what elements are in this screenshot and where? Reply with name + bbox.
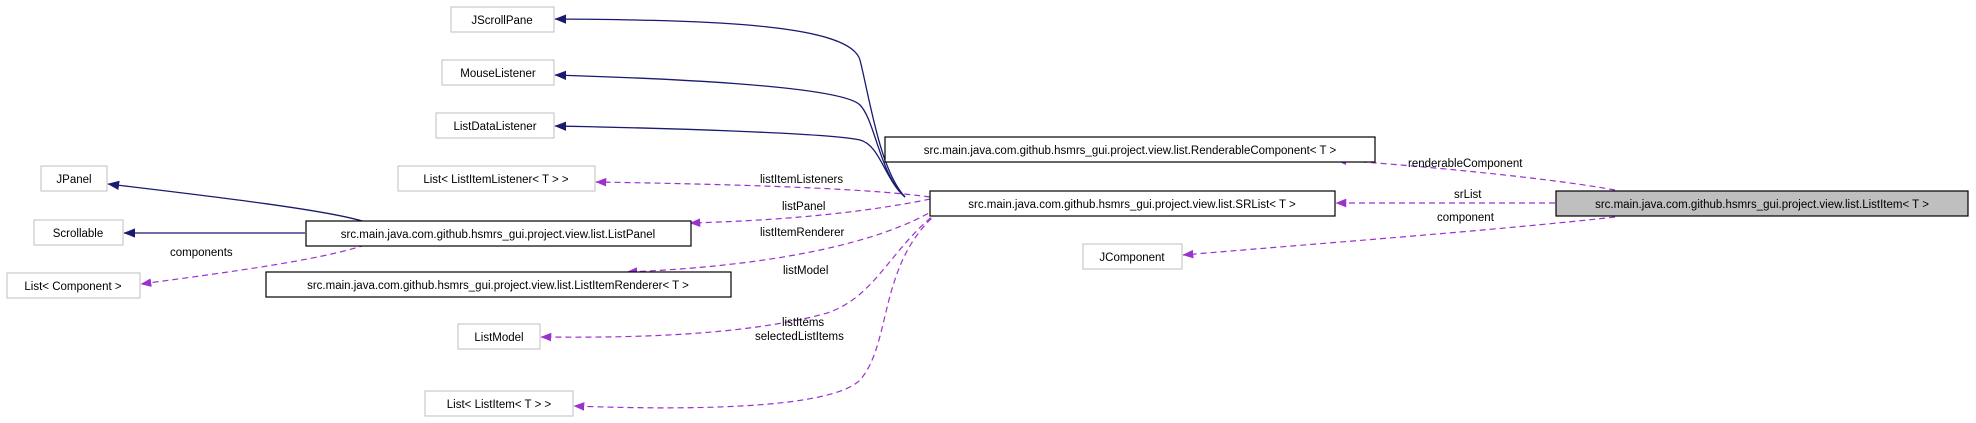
edge-label-components: components	[170, 247, 233, 259]
edge-srlist-listitems	[573, 199, 956, 411]
edge-label-listitems: listItems	[782, 317, 824, 329]
edge-label-renderablecomponent: renderableComponent	[1408, 158, 1523, 170]
edge-srlist-listdatalistener	[554, 121, 906, 198]
node-label: src.main.java.com.github.hsmrs_gui.proje…	[924, 145, 1337, 157]
edge-label-component: component	[1437, 212, 1495, 224]
node-jpanel[interactable]: JPanel	[40, 165, 108, 192]
node-label: List< Component >	[24, 281, 121, 293]
node-label: JComponent	[1099, 252, 1165, 264]
node-label: ListModel	[474, 332, 523, 344]
edge-label-listitemrenderer: listItemRenderer	[760, 227, 845, 239]
edge-srlist-listmodel	[540, 199, 956, 342]
node-scrollable[interactable]: Scrollable	[33, 219, 124, 246]
node-list-component[interactable]: List< Component >	[6, 272, 141, 299]
edge-label-listitemlisteners: listItemListeners	[760, 174, 843, 186]
node-label: src.main.java.com.github.hsmrs_gui.proje…	[341, 229, 655, 241]
node-listdatalistener[interactable]: ListDataListener	[435, 112, 555, 139]
edge-srlist-listpanel	[689, 196, 941, 228]
edge-label-listmodel: listModel	[783, 265, 828, 277]
node-mouselistener[interactable]: MouseListener	[441, 59, 555, 86]
edge-listpanel-jpanel	[107, 180, 366, 223]
node-listmodel[interactable]: ListModel	[457, 323, 541, 350]
node-list-listitemlistener[interactable]: List< ListItemListener< T > >	[397, 165, 596, 192]
edge-srlist-mouselistener	[554, 70, 906, 198]
node-label: ListDataListener	[453, 121, 536, 133]
node-label: List< ListItem< T > >	[447, 399, 552, 411]
edge-listpanel-components	[140, 244, 366, 287]
edge-srlist-listitemrenderer	[626, 202, 946, 276]
node-label: JPanel	[56, 174, 91, 186]
node-listitem[interactable]: src.main.java.com.github.hsmrs_gui.proje…	[1555, 190, 1969, 217]
edge-listitem-renderablecomponent	[1335, 156, 1616, 191]
node-label: Scrollable	[53, 228, 104, 240]
edge-label-srlist: srList	[1454, 189, 1482, 201]
node-jscrollpane[interactable]: JScrollPane	[450, 6, 555, 33]
edge-label-listpanel: listPanel	[782, 201, 825, 213]
node-jcomponent[interactable]: JComponent	[1082, 243, 1183, 270]
node-list-listitem[interactable]: List< ListItem< T > >	[424, 390, 574, 417]
node-listpanel[interactable]: src.main.java.com.github.hsmrs_gui.proje…	[305, 220, 692, 247]
edge-srlist-jscrollpane	[554, 14, 906, 198]
edge-label-selectedlistitems: selectedListItems	[755, 331, 844, 343]
node-label: src.main.java.com.github.hsmrs_gui.proje…	[307, 280, 689, 292]
edge-srlist-listitemlisteners	[595, 177, 931, 198]
node-label: src.main.java.com.github.hsmrs_gui.proje…	[968, 199, 1296, 211]
node-renderablecomponent[interactable]: src.main.java.com.github.hsmrs_gui.proje…	[884, 136, 1376, 163]
node-label: src.main.java.com.github.hsmrs_gui.proje…	[1595, 199, 1929, 211]
node-label: MouseListener	[460, 68, 536, 80]
edge-listitem-jcomponent	[1182, 216, 1616, 259]
node-label: JScrollPane	[471, 15, 532, 27]
node-srlist[interactable]: src.main.java.com.github.hsmrs_gui.proje…	[929, 190, 1336, 217]
node-label: List< ListItemListener< T > >	[423, 174, 569, 186]
node-listitemrenderer[interactable]: src.main.java.com.github.hsmrs_gui.proje…	[265, 271, 732, 298]
